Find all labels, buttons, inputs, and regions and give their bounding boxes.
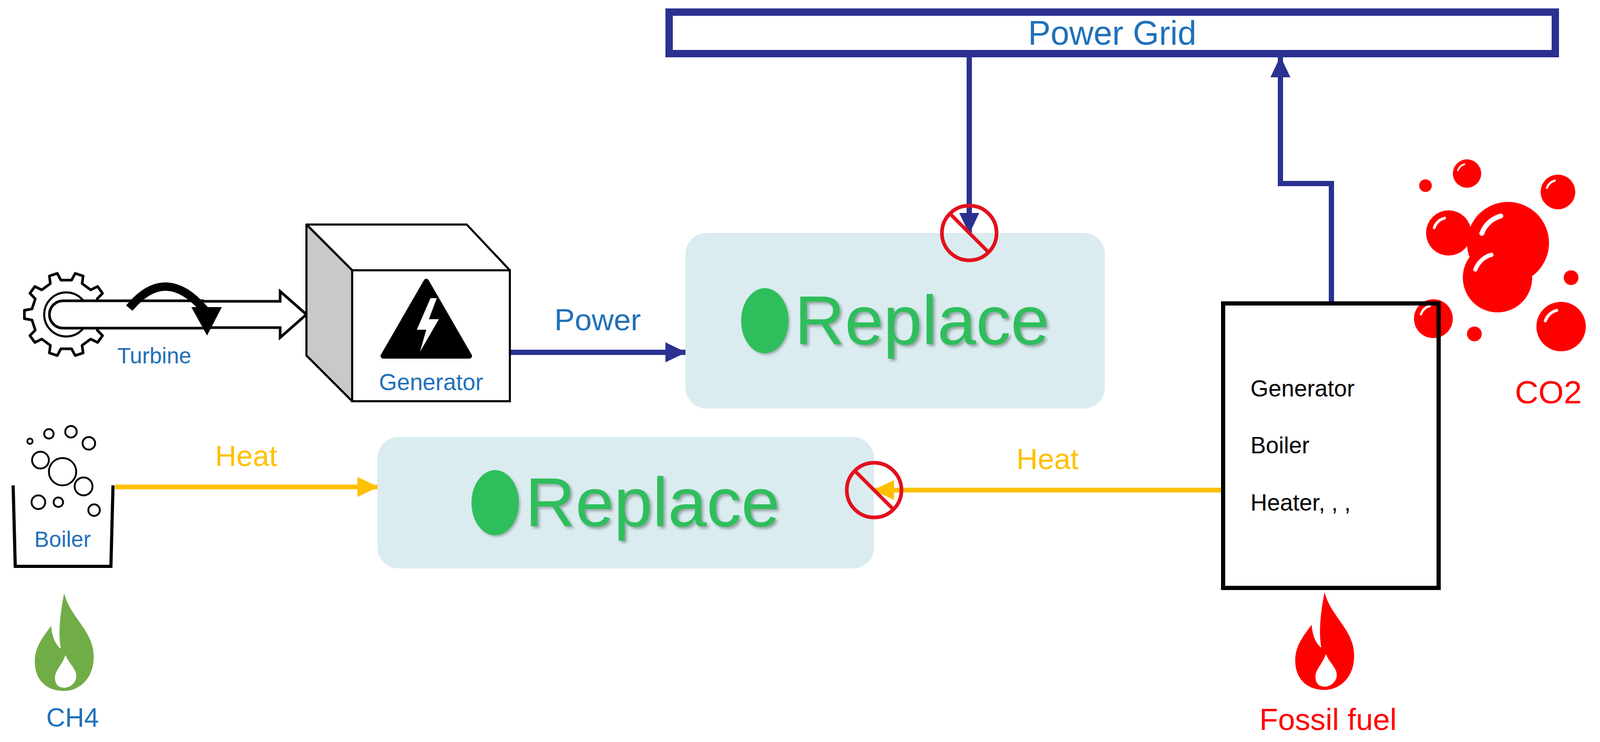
lightning-bolt: [416, 298, 439, 352]
steam-bubble: [74, 477, 93, 496]
edge-label: Heat: [214, 439, 278, 473]
flame-core: [55, 654, 77, 688]
sign-slash: [855, 470, 894, 510]
co2-bubble: [1426, 210, 1472, 256]
hollow-arrowhead: [280, 291, 307, 338]
node-label: Generator: [352, 369, 510, 395]
co2-bubble: [1467, 326, 1482, 342]
node-label: Replace: [525, 467, 780, 538]
green-dot: [471, 469, 519, 536]
sign-ring: [941, 205, 997, 261]
steam-bubble: [53, 497, 64, 507]
edge-label: Heat: [1016, 442, 1079, 476]
steam-bubble: [31, 495, 46, 509]
co2-bubble: [1462, 242, 1533, 313]
steam-bubble: [48, 457, 77, 486]
steam-bubble: [82, 436, 96, 450]
node-label: Replace: [794, 285, 1050, 356]
flame-core: [1315, 653, 1338, 687]
connector-line: [115, 484, 378, 490]
generator-box: Generator: [306, 224, 510, 402]
rotation-arrow: [129, 286, 205, 311]
node-label: Boiler: [9, 527, 116, 552]
connector-line: [1280, 57, 1332, 302]
free-label: CH4: [46, 703, 99, 733]
bubble-highlight: [1475, 254, 1492, 270]
bubble-highlight: [1434, 218, 1445, 228]
box-side-face: [306, 224, 353, 402]
co2-bubble: [1540, 174, 1576, 210]
boiler-icon: Boiler: [9, 423, 116, 572]
heat-arrow: [874, 489, 1222, 491]
steam-bubble: [27, 438, 33, 444]
rotation-arrowhead: [191, 306, 222, 336]
steam-bubble: [65, 425, 77, 438]
replace-band: Replace: [377, 436, 875, 569]
warning-triangle: [383, 281, 470, 356]
flame-shape: [1295, 591, 1355, 690]
free-label: Fossil fuel: [1259, 702, 1397, 736]
bubble-highlight: [1545, 310, 1557, 321]
node-label: Boiler: [1250, 432, 1310, 458]
steam-bubble: [32, 451, 49, 469]
node-label: Power Grid: [1028, 16, 1197, 50]
turbine-icon: Turbine: [21, 242, 204, 386]
fossil-equipment-box: GeneratorBoilerHeater, , ,: [1221, 301, 1441, 590]
sign-slash: [950, 213, 989, 253]
boiler-pot: [13, 485, 114, 567]
power-arrow: [509, 352, 686, 353]
shaft-arrow: [203, 291, 307, 338]
prohibited-sign: [938, 202, 1000, 264]
co2-bubble: [1536, 301, 1586, 352]
replace-band: Replace: [685, 232, 1105, 409]
sign-ring: [846, 462, 902, 518]
flame-shape: [34, 592, 94, 691]
methane-flame: [34, 592, 94, 691]
co2-bubble: [1419, 179, 1432, 192]
steam-bubble: [44, 428, 54, 439]
heat-arrow: [115, 486, 378, 488]
grid-feed-arrow: [1280, 57, 1332, 302]
free-label: CO2: [1514, 374, 1582, 410]
steam-bubble: [88, 504, 100, 516]
bubble-highlight: [1420, 305, 1430, 315]
node-label: Heater, , ,: [1250, 489, 1351, 516]
fossil-flame: [1295, 591, 1355, 690]
node-label: Turbine: [117, 343, 204, 368]
connector-line: [874, 487, 1222, 493]
power-grid-bar: Power Grid: [665, 8, 1560, 58]
bubble-highlight: [1481, 216, 1501, 234]
prohibited-sign: [843, 459, 905, 521]
node-label: Generator: [1250, 375, 1355, 402]
co2-bubble: [1563, 270, 1579, 285]
edge-label: Power: [554, 302, 641, 337]
bubble-highlight: [1458, 163, 1465, 170]
box-front-face: [352, 270, 510, 402]
green-dot: [741, 288, 789, 354]
co2-bubble: [1452, 159, 1482, 188]
bubble-highlight: [1546, 180, 1555, 188]
connector-line: [509, 349, 686, 355]
